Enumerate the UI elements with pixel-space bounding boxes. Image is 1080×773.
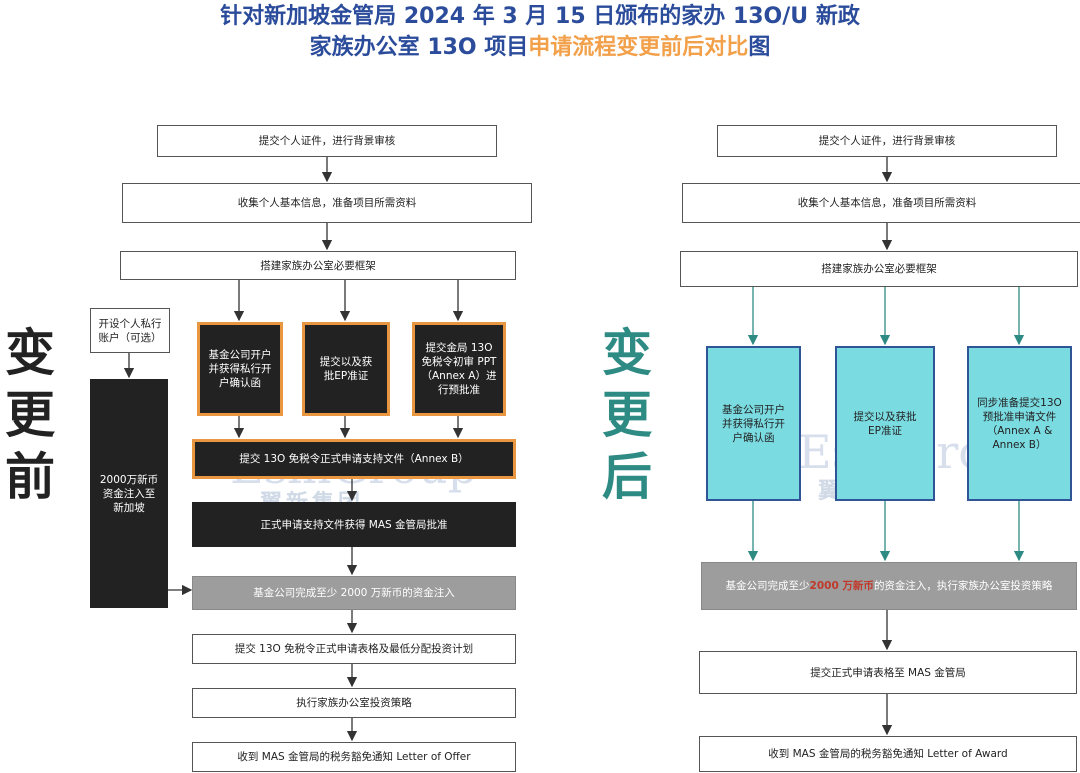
before-change-label: 变 更 前 xyxy=(0,322,60,508)
step-submit-id: 提交个人证件，进行背景审核 xyxy=(717,125,1057,157)
step-build-framework: 搭建家族办公室必要框架 xyxy=(680,251,1078,287)
step-collect-info: 收集个人基本信息，准备项目所需资料 xyxy=(122,183,532,223)
step-parallel-annex-prep: 同步准备提交13O预批准申请文件（Annex A & Annex B） xyxy=(967,346,1072,501)
before-label-char: 变 xyxy=(5,324,55,382)
step-ep-approval: 提交以及获批EP准证 xyxy=(835,346,935,501)
step-letter-of-award: 收到 MAS 金管局的税务豁免通知 Letter of Award xyxy=(699,736,1077,772)
after-label-char: 后 xyxy=(602,448,652,506)
step-open-private-account: 开设个人私行账户（可选） xyxy=(90,308,170,353)
capital-amount-highlight: 2000 万新币 xyxy=(809,580,874,592)
step-formal-application: 提交 13O 免税令正式申请表格及最低分配投资计划 xyxy=(192,634,516,664)
after-label-char: 更 xyxy=(602,386,652,444)
step-letter-of-offer: 收到 MAS 金管局的税务豁免通知 Letter of Offer xyxy=(192,742,516,772)
after-change-label: 变 更 后 xyxy=(597,322,657,508)
step-formal-application: 提交正式申请表格至 MAS 金管局 xyxy=(699,651,1077,694)
page-subtitle: 家族办公室 13O 项目申请流程变更前后对比图 xyxy=(0,33,1080,63)
step-submit-id: 提交个人证件，进行背景审核 xyxy=(157,125,497,157)
before-label-char: 更 xyxy=(5,386,55,444)
subtitle-highlight: 申请流程变更前后对比 xyxy=(528,35,749,60)
step-execute-strategy: 执行家族办公室投资策略 xyxy=(192,688,516,718)
capital-text-post: 的资金注入，执行家族办公室投资策略 xyxy=(873,580,1053,592)
step-fund-company-account: 基金公司开户并获得私行开户确认函 xyxy=(197,322,283,416)
step-collect-info: 收集个人基本信息，准备项目所需资料 xyxy=(682,183,1080,223)
subtitle-prefix: 家族办公室 13O 项目 xyxy=(309,35,529,60)
before-label-char: 前 xyxy=(5,448,55,506)
step-ppt-preapproval: 提交金局 13O 免税令初审 PPT（Annex A）进行预批准 xyxy=(412,322,506,416)
step-build-framework: 搭建家族办公室必要框架 xyxy=(120,251,516,280)
page-title: 针对新加坡金管局 2024 年 3 月 15 日颁布的家办 13O/U 新政 xyxy=(220,4,860,29)
capital-text-pre: 基金公司完成至少 xyxy=(725,580,810,592)
step-mas-approval: 正式申请支持文件获得 MAS 金管局批准 xyxy=(192,502,516,547)
step-capital-injection: 基金公司完成至少 2000 万新币的资金注入 xyxy=(192,576,516,610)
step-ep-approval: 提交以及获批EP准证 xyxy=(302,322,390,416)
step-annex-b: 提交 13O 免税令正式申请支持文件（Annex B） xyxy=(192,439,516,479)
step-fund-transfer: 2000万新币资金注入至新加坡 xyxy=(90,379,168,608)
subtitle-suffix: 图 xyxy=(748,35,771,60)
step-fund-company-account: 基金公司开户并获得私行开户确认函 xyxy=(706,346,801,501)
after-label-char: 变 xyxy=(602,324,652,382)
